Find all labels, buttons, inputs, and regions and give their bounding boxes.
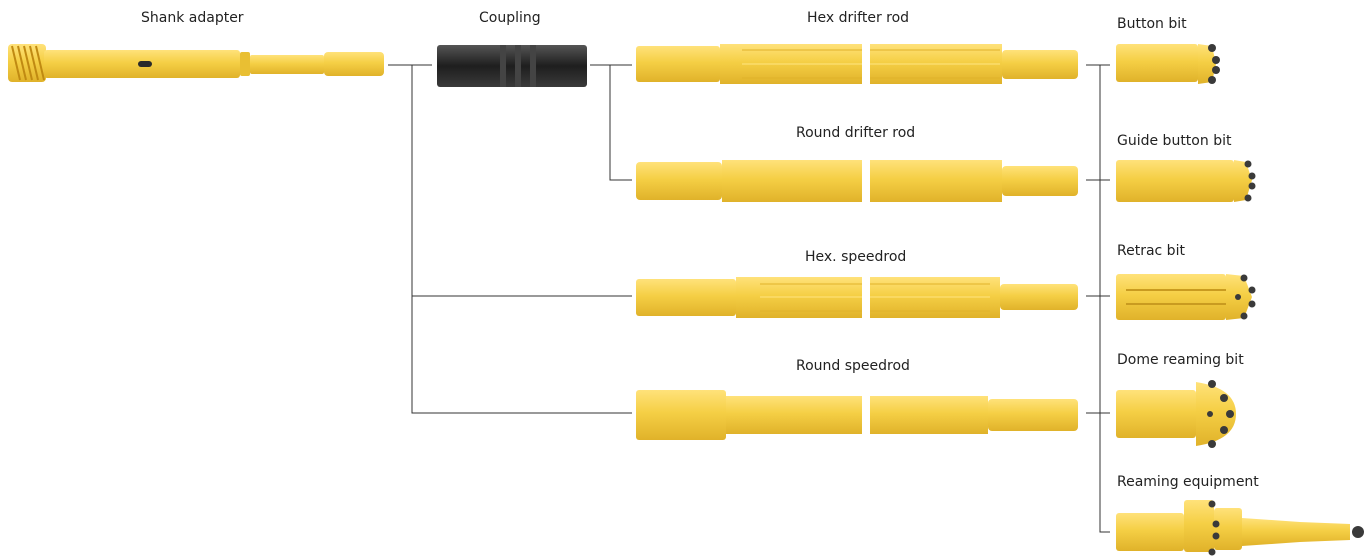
retrac-bit-label: Retrac bit — [1117, 243, 1185, 259]
connector-lines — [388, 64, 1110, 533]
retrac-bit — [1116, 274, 1256, 320]
dome-reaming-bit — [1116, 380, 1236, 448]
hex-drifter-rod-label: Hex drifter rod — [807, 10, 910, 26]
hex-drifter-rod — [636, 44, 1078, 84]
coupling-label: Coupling — [479, 10, 541, 26]
guide-button-bit — [1116, 160, 1256, 202]
shank-flush-hole — [138, 61, 152, 67]
branch-trunk-line — [411, 65, 632, 414]
button-bit-label: Button bit — [1117, 16, 1187, 32]
reaming-equipment — [1116, 500, 1364, 556]
shank-adapter-label: Shank adapter — [141, 10, 244, 26]
coupling — [437, 45, 587, 87]
button-bit — [1116, 44, 1220, 84]
dome-reaming-bit-label: Dome reaming bit — [1117, 352, 1244, 368]
coupling-to-round-drifter-line — [609, 65, 632, 181]
shank-adapter — [8, 44, 384, 82]
round-speedrod — [636, 390, 1078, 440]
bits-trunk-line — [1099, 65, 1110, 533]
hex-speedrod — [636, 277, 1078, 318]
round-speedrod-label: Round speedrod — [796, 358, 910, 374]
guide-button-bit-label: Guide button bit — [1117, 133, 1232, 149]
reaming-equipment-label: Reaming equipment — [1117, 474, 1259, 490]
round-drifter-rod — [636, 160, 1078, 202]
round-drifter-rod-label: Round drifter rod — [796, 125, 916, 141]
hex-speedrod-label: Hex. speedrod — [805, 249, 907, 265]
